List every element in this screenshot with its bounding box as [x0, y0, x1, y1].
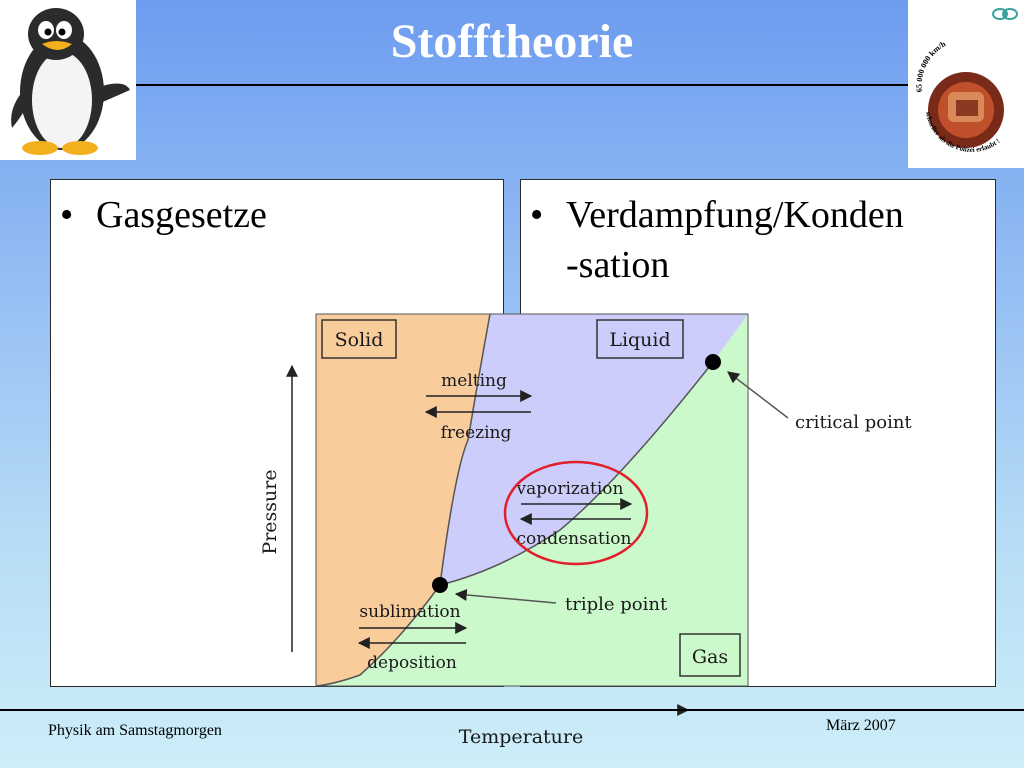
- header-rule: [136, 84, 908, 86]
- solid-label: Solid: [335, 329, 384, 351]
- logo-emblem-icon: [992, 8, 1018, 20]
- speed-logo: 65 000 000 km/h schneller als die Polize…: [915, 8, 1018, 154]
- bullet-dot: •: [530, 194, 544, 236]
- deposition-label: deposition: [367, 653, 457, 673]
- freezing-label: freezing: [441, 423, 512, 443]
- plot-frame: [315, 313, 749, 687]
- liquid-label: Liquid: [609, 329, 670, 351]
- highlight-circle: [503, 460, 649, 566]
- condensation-label: condensation: [517, 529, 632, 549]
- critical-point-label: critical point: [795, 412, 912, 433]
- sublimation-curve: [315, 584, 441, 687]
- triple-point-label: triple point: [565, 594, 668, 615]
- solid-region: [316, 314, 490, 686]
- logo-image: 65 000 000 km/h schneller als die Polize…: [908, 0, 1024, 168]
- vaporization-label: vaporization: [516, 479, 624, 499]
- liquid-region: [440, 314, 748, 585]
- triple-point-marker: [432, 577, 448, 593]
- melting-label: melting: [441, 371, 507, 391]
- critical-point-marker: [705, 354, 721, 370]
- footer-rule: [0, 709, 1024, 711]
- penguin-icon: [11, 8, 130, 155]
- gas-label-box: [679, 633, 741, 677]
- triple-point-arrow: [454, 588, 557, 604]
- footer-date: März 2007: [826, 717, 896, 734]
- bullet-dot: •: [60, 194, 74, 236]
- slide-title: Stofftheorie: [390, 15, 634, 68]
- right-bullet-line2: -sation: [566, 244, 670, 286]
- liquid-label-box: [596, 319, 684, 359]
- critical-point-arrow: [727, 371, 789, 419]
- gas-label: Gas: [692, 646, 728, 668]
- temperature-axis-label: Temperature: [459, 726, 583, 748]
- pressure-axis-label: Pressure: [259, 469, 281, 554]
- solid-label-box: [321, 319, 397, 359]
- footer-left-text: Physik am Samstagmorgen: [48, 722, 222, 739]
- melting-curve: [439, 313, 491, 586]
- left-bullet-text: Gasgesetze: [96, 194, 267, 236]
- right-bullet-line1: Verdampfung/Konden: [566, 194, 904, 236]
- sublimation-label: sublimation: [359, 602, 460, 622]
- vaporization-curve: [439, 361, 714, 586]
- penguin-image: [0, 0, 136, 160]
